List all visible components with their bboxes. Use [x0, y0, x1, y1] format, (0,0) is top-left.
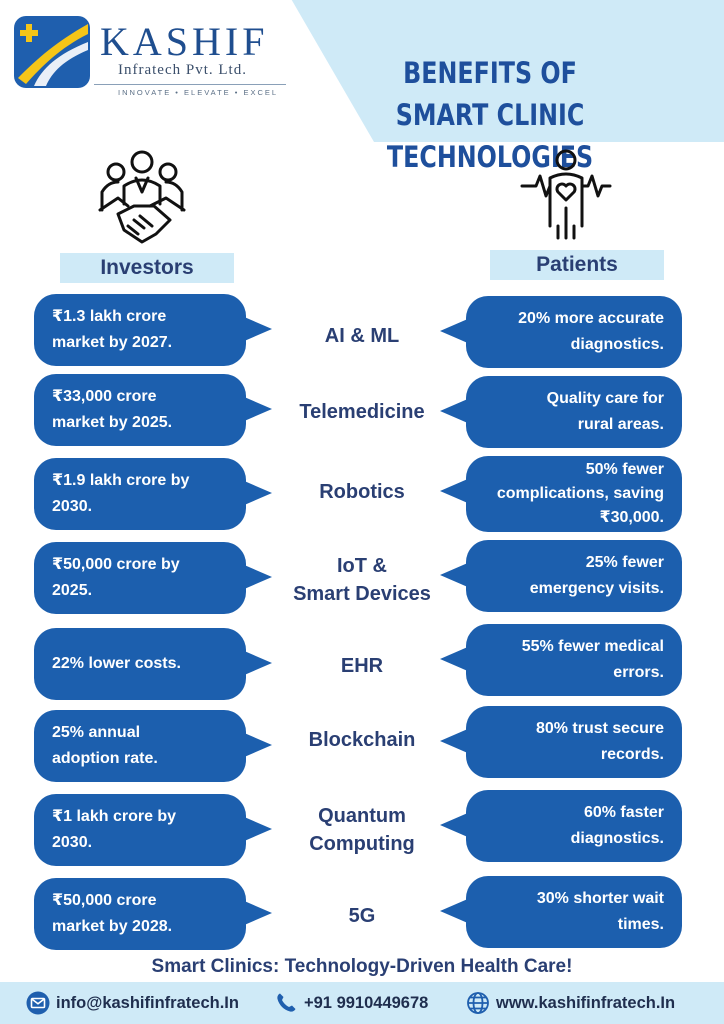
investor-text: ₹50,000 crore [52, 892, 157, 909]
technology-label: EHR [276, 630, 448, 702]
footer: info@kashifinfratech.In +91 9910449678 w… [0, 982, 724, 1024]
investor-text: 25% annual [52, 724, 141, 741]
footer-email[interactable]: info@kashifinfratech.In [26, 990, 239, 1016]
patient-text: 55% fewer medical [521, 638, 664, 655]
technology-text: EHR [340, 655, 384, 677]
patient-text: 30% shorter wait [536, 890, 664, 907]
brand-tagline: INNOVATE • ELEVATE • EXCEL [118, 88, 279, 97]
brand-subtitle: Infratech Pvt. Ltd. [118, 62, 247, 78]
patient-bubble: 80% trust secure records. [440, 706, 682, 778]
phone-icon [277, 993, 296, 1012]
patient-text: rural areas. [577, 416, 664, 433]
patient-bubble: Quality care for rural areas. [440, 376, 682, 448]
investor-text: 2030. [52, 834, 93, 851]
tagline: Smart Clinics: Technology-Driven Health … [151, 956, 573, 977]
investor-text: market by 2028. [52, 918, 173, 935]
technology-label: Quantum Computing [276, 794, 448, 866]
investor-text: market by 2027. [52, 334, 173, 351]
patient-text: times. [617, 916, 664, 933]
technology-text: Robotics [319, 481, 405, 503]
technology-text: Quantum [318, 805, 406, 827]
investor-bubble: 25% annual adoption rate. [34, 710, 272, 782]
patients-header: Patients [490, 250, 664, 280]
patient-text: diagnostics. [570, 830, 664, 847]
investor-text: market by 2025. [52, 414, 173, 431]
patient-text: 50% fewer [585, 461, 664, 478]
investor-bubble: 22% lower costs. [34, 628, 272, 700]
page-title: BENEFITS OF SMART CLINIC TECHNOLOGIES [310, 52, 671, 178]
footer-website[interactable]: www.kashifinfratech.In [466, 990, 675, 1016]
investors-header: Investors [60, 253, 234, 283]
investor-text: 2025. [52, 582, 93, 599]
investor-text: ₹1.3 lakh crore [52, 308, 167, 325]
investor-bubble: ₹1 lakh crore by 2030. [34, 794, 272, 866]
patient-bubble: 55% fewer medical errors. [440, 624, 682, 696]
technology-text: IoT & [337, 555, 387, 577]
investor-text: adoption rate. [52, 750, 158, 767]
patient-text: records. [600, 746, 664, 763]
footer-phone[interactable]: +91 9910449678 [274, 990, 428, 1016]
investor-bubble: ₹1.9 lakh crore by 2030. [34, 458, 272, 530]
investor-text: ₹1.9 lakh crore by [52, 472, 190, 489]
technology-text: AI & ML [324, 325, 400, 347]
patient-bubble: 50% fewer complications, saving ₹30,000. [440, 456, 682, 532]
brand-divider [94, 84, 286, 85]
patient-text: ₹30,000. [599, 509, 664, 526]
patient-text: 60% faster [583, 804, 664, 821]
investor-bubble: ₹1.3 lakh crore market by 2027. [34, 294, 272, 366]
investor-bubble: ₹50,000 crore market by 2028. [34, 878, 272, 950]
patient-bubble: 30% shorter wait times. [440, 876, 682, 948]
technology-text: Smart Devices [293, 583, 431, 605]
patient-text: 20% more accurate [518, 310, 664, 327]
globe-icon [467, 992, 489, 1014]
technology-label: Telemedicine [276, 376, 448, 448]
technology-label: AI & ML [276, 300, 448, 372]
patient-bubble: 25% fewer emergency visits. [440, 540, 682, 612]
page-title-line2: SMART CLINIC TECHNOLOGIES [386, 98, 594, 174]
technology-text: Blockchain [308, 729, 416, 751]
technology-label: IoT & Smart Devices [276, 544, 448, 616]
investor-text: ₹50,000 crore by [52, 556, 180, 573]
investor-text: 22% lower costs. [52, 655, 181, 672]
patient-text: 25% fewer [585, 554, 664, 571]
footer-website-text[interactable]: www.kashifinfratech.In [496, 993, 676, 1012]
technology-text: 5G [348, 905, 376, 927]
technology-label: Blockchain [276, 704, 448, 776]
technology-text: Computing [309, 833, 415, 855]
kashif-logo-icon [14, 16, 90, 88]
patient-text: diagnostics. [570, 336, 664, 353]
technology-text: Telemedicine [299, 401, 425, 423]
technology-label: Robotics [276, 456, 448, 528]
brand-name: KASHIF [100, 19, 269, 64]
patient-bubble: 60% faster diagnostics. [440, 790, 682, 862]
patient-text: complications, saving [496, 485, 664, 502]
patient-bubble: 20% more accurate diagnostics. [440, 296, 682, 368]
investor-bubble: ₹33,000 crore market by 2025. [34, 374, 272, 446]
investor-bubble: ₹50,000 crore by 2025. [34, 542, 272, 614]
footer-phone-text[interactable]: +91 9910449678 [304, 993, 429, 1012]
page-title-line1: BENEFITS OF [403, 56, 577, 90]
handshake-group-icon [98, 150, 186, 244]
patient-text: 80% trust secure [535, 720, 664, 737]
patient-text: Quality care for [546, 390, 664, 407]
investor-text: ₹33,000 crore [52, 388, 157, 405]
email-icon [26, 991, 50, 1015]
patient-text: errors. [613, 664, 664, 681]
patient-text: emergency visits. [529, 580, 664, 597]
patient-heartbeat-icon [520, 149, 612, 240]
technology-label: 5G [276, 880, 448, 952]
footer-email-text[interactable]: info@kashifinfratech.In [56, 993, 239, 1012]
investor-text: 2030. [52, 498, 93, 515]
investor-text: ₹1 lakh crore by [52, 808, 177, 825]
